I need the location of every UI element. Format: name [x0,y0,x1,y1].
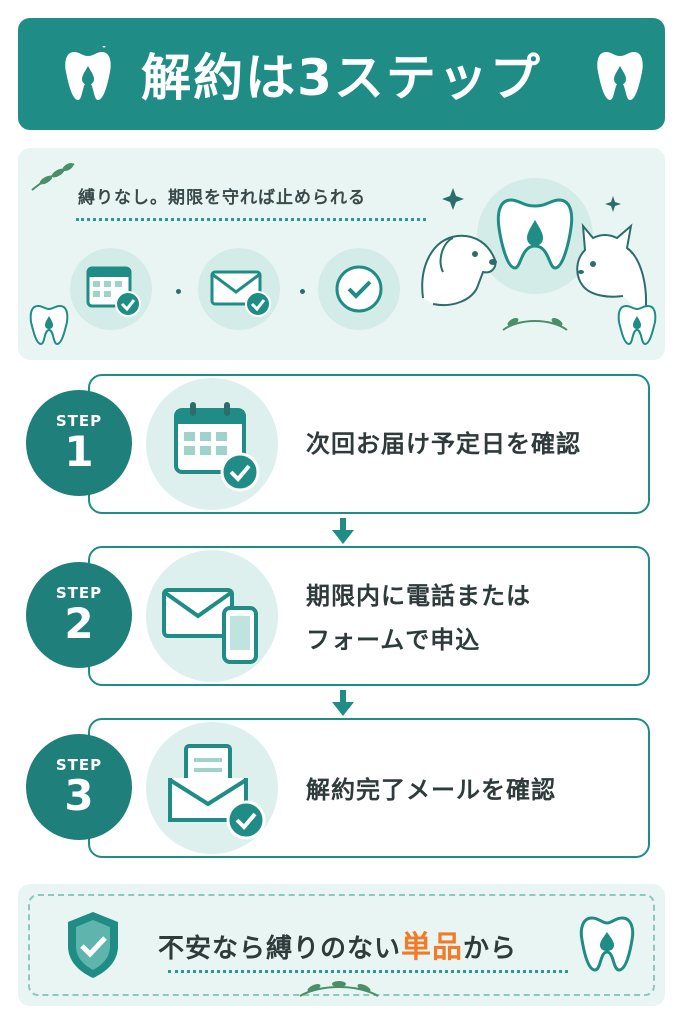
shield-check-icon [68,912,118,978]
separator-dot [176,289,181,294]
leaf-icon [31,163,75,191]
footer-text-after: から [463,934,518,964]
header-banner: 解約は3ステップ [18,18,665,130]
intro-text: 縛りなし。期限を守れば止められる [78,188,366,208]
check-circle-icon [335,265,383,313]
step-number: 2 [64,599,94,648]
divider [76,218,426,221]
step-text-line2: フォームで申込 [306,626,481,654]
intro-icon-calendar [70,248,152,330]
step-text: 次回お届け予定日を確認 [306,430,581,458]
step-label: STEP [55,584,103,602]
footer-border [28,894,655,996]
tooth-icon [579,916,635,972]
page-title: 解約は3ステップ [141,49,542,107]
step-number: 3 [64,771,94,820]
footer-highlight: 単品 [401,930,464,965]
calendar-check-icon [86,266,141,317]
step-card-1: 次回お届け予定日を確認 [88,374,650,514]
step-label: STEP [55,756,103,774]
mail-phone-icon [162,588,258,664]
dog-tooth-cat-illustration [421,178,647,331]
step-card-3: 解約完了メールを確認 [88,718,650,858]
step-badge-2: STEP 2 [26,562,132,668]
step-icon-bg [146,550,278,682]
envelope-check-icon [210,270,271,317]
footer-text-before: 不安なら縛りのない [158,934,402,964]
tooth-icon [29,304,69,346]
step-text: 期限内に電話または [306,582,531,610]
intro-panel: 縛りなし。期限を守れば止められる [18,148,665,360]
separator-dot [300,289,305,294]
leaf-icon [299,981,379,997]
tooth-icon [597,52,643,100]
intro-icon-mail [198,248,280,330]
arrow-down-icon [332,518,354,544]
step-icon-bg [146,722,278,854]
document-mail-check-icon [168,744,266,840]
intro-icon-check [318,248,400,330]
step-badge-3: STEP 3 [26,734,132,840]
step-icon-bg [146,378,278,510]
arrow-down-icon [332,690,354,716]
step-text: 解約完了メールを確認 [306,776,556,804]
step-number: 1 [64,427,94,476]
step-card-2: 期限内に電話または フォームで申込 [88,546,650,686]
tooth-icon [65,46,111,100]
footer-message: 不安なら縛りのない単品から [158,922,517,966]
footer-panel: 不安なら縛りのない単品から [18,884,665,1006]
tooth-icon [617,304,657,346]
calendar-check-icon [174,402,260,492]
divider [168,970,568,973]
step-label: STEP [55,412,103,430]
step-badge-1: STEP 1 [26,390,132,496]
